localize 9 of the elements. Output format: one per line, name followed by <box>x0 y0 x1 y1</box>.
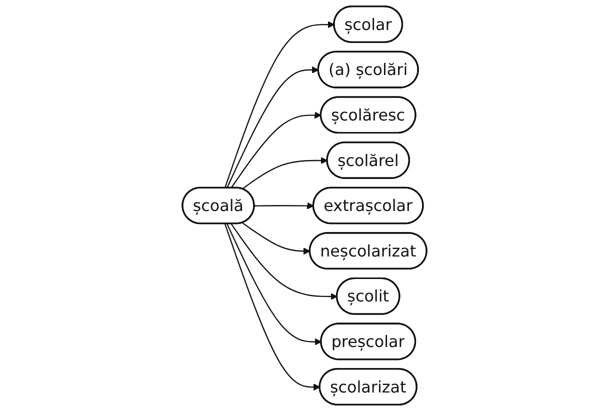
arrow <box>242 222 311 255</box>
arrow <box>231 223 338 300</box>
arrow <box>224 21 336 188</box>
arrow <box>226 224 322 346</box>
arrow <box>231 112 322 188</box>
arrow <box>226 66 320 188</box>
arrow <box>254 202 314 210</box>
arrow <box>242 157 328 190</box>
arrow <box>224 224 321 391</box>
